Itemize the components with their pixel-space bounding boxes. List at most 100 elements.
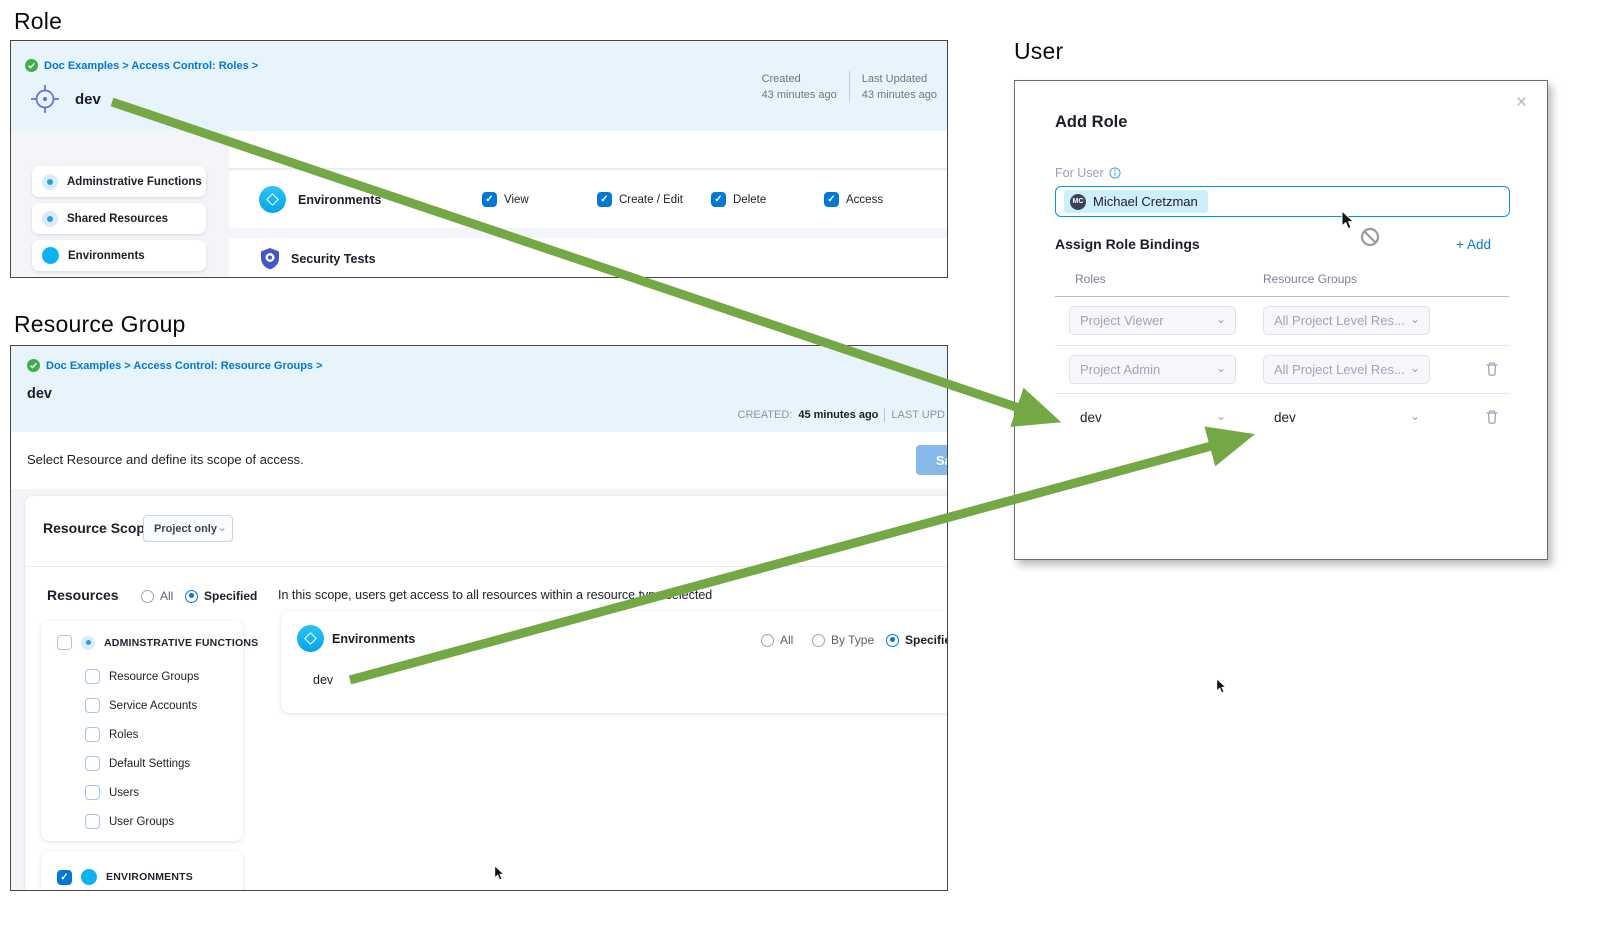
checkbox-icon[interactable] <box>85 785 100 800</box>
role-binding-row: Project Admin ⌄ All Project Level Res...… <box>1055 345 1509 393</box>
role-panel-header: Doc Examples > Access Control: Roles > d… <box>11 41 947 131</box>
role-binding-row: Project Viewer ⌄ All Project Level Res..… <box>1055 297 1509 345</box>
permission-create-edit[interactable]: ✓ Create / Edit <box>597 192 683 207</box>
created-value: 43 minutes ago <box>761 89 837 101</box>
role-permissions-area: Environments ✓ View ✓ Create / Edit ✓ De… <box>229 131 947 277</box>
breadcrumb-text: Doc Examples > Access Control: Resource … <box>46 359 323 372</box>
save-button[interactable]: Save <box>916 445 947 475</box>
permission-access[interactable]: ✓ Access <box>824 192 883 207</box>
checklist-item[interactable]: Users <box>85 785 139 800</box>
security-tests-shield-icon <box>261 248 279 270</box>
breadcrumb-text: Doc Examples > Access Control: Roles > <box>44 59 259 72</box>
environments-icon <box>81 869 97 885</box>
user-chip[interactable]: MC Michael Cretzman <box>1064 190 1208 213</box>
sidebar-item-environments[interactable]: Environments <box>32 240 206 271</box>
chevron-down-icon: ⌄ <box>1409 360 1420 375</box>
environments-group-row[interactable]: ✓ ENVIRONMENTS <box>57 869 193 885</box>
permission-delete[interactable]: ✓ Delete <box>711 192 766 207</box>
close-icon[interactable]: × <box>1515 92 1527 113</box>
add-role-binding-button[interactable]: + Add <box>1456 237 1491 252</box>
radio-selected-icon[interactable] <box>185 589 198 603</box>
environments-permission-row: Environments ✓ View ✓ Create / Edit ✓ De… <box>229 171 947 228</box>
radio-icon[interactable] <box>761 633 774 647</box>
breadcrumb[interactable]: Doc Examples > Access Control: Resource … <box>27 359 323 372</box>
environments-card-label: Environments <box>332 632 416 646</box>
administrative-functions-card: ADMINSTRATIVE FUNCTIONS Resource Groups … <box>41 621 258 841</box>
env-item-dev: dev <box>313 673 334 687</box>
environments-row-label: Environments <box>298 192 382 207</box>
environments-card: ✓ ENVIRONMENTS <box>41 851 243 890</box>
divider <box>1055 296 1509 297</box>
resource-group-title: dev <box>27 386 52 402</box>
radio-icon[interactable] <box>141 589 154 603</box>
checkbox-checked-icon[interactable]: ✓ <box>711 192 726 207</box>
resource-subtitle-bar: Select Resource and define its scope of … <box>11 432 947 489</box>
resource-groups-column-header: Resource Groups <box>1263 272 1358 286</box>
resource-scope-card: Resource Scope Project only ⌄ Resources … <box>25 496 947 890</box>
avatar: MC <box>1070 193 1086 210</box>
trash-icon[interactable] <box>1484 361 1500 377</box>
role-section-heading: Role <box>14 8 63 34</box>
resource-group-section-heading: Resource Group <box>14 311 186 337</box>
role-select[interactable]: Project Viewer ⌄ <box>1069 306 1236 335</box>
role-title-row: dev <box>27 81 101 117</box>
resource-group-select[interactable]: All Project Level Res... ⌄ <box>1263 306 1430 335</box>
permission-view[interactable]: ✓ View <box>482 192 529 207</box>
checkbox-icon[interactable] <box>57 635 72 650</box>
chevron-down-icon: ⌄ <box>216 519 228 534</box>
role-meta: Created 43 minutes ago Last Updated 43 m… <box>762 71 937 103</box>
meta-divider <box>848 71 850 103</box>
env-radio-by-type[interactable]: By Type <box>812 633 874 647</box>
resources-label: Resources <box>47 587 119 603</box>
checklist-item[interactable]: Service Accounts <box>85 698 197 713</box>
resource-group-select[interactable]: dev ⌄ <box>1274 408 1420 426</box>
sidebar-item-shared-resources[interactable]: Shared Resources <box>32 203 206 234</box>
resource-group-select[interactable]: All Project Level Res... ⌄ <box>1263 355 1430 384</box>
checkbox-checked-icon[interactable]: ✓ <box>57 869 72 885</box>
environments-scope-card: Environments All By Type Specified dev <box>281 611 947 713</box>
checkbox-icon[interactable] <box>85 756 100 771</box>
radio-selected-icon[interactable] <box>886 633 899 647</box>
row-spacer <box>229 131 947 169</box>
checkbox-checked-icon[interactable]: ✓ <box>597 192 612 207</box>
scope-note: In this scope, users get access to all r… <box>278 588 713 602</box>
resources-radio-specified[interactable]: Specified <box>185 589 257 603</box>
checklist-item[interactable]: Roles <box>85 727 138 742</box>
environments-icon <box>42 247 59 264</box>
updated-value: 43 minutes ago <box>861 89 937 101</box>
checkbox-icon[interactable] <box>85 727 100 742</box>
resource-scope-label: Resource Scope <box>43 520 153 536</box>
role-select[interactable]: Project Admin ⌄ <box>1069 355 1236 384</box>
user-name: Michael Cretzman <box>1093 194 1198 209</box>
breadcrumb[interactable]: Doc Examples > Access Control: Roles > <box>25 59 258 72</box>
info-icon[interactable] <box>1109 167 1121 179</box>
env-radio-all[interactable]: All <box>761 633 793 647</box>
environments-icon <box>297 625 324 652</box>
checkbox-icon[interactable] <box>85 669 100 684</box>
for-user-input[interactable]: MC Michael Cretzman <box>1055 186 1510 217</box>
administrative-functions-icon <box>42 173 58 190</box>
assign-role-bindings-label: Assign Role Bindings <box>1055 236 1200 252</box>
checklist-item[interactable]: Default Settings <box>85 756 190 771</box>
checkbox-icon[interactable] <box>85 698 100 713</box>
sidebar-item-administrative-functions[interactable]: Adminstrative Functions <box>32 166 206 197</box>
admin-functions-group-row[interactable]: ADMINSTRATIVE FUNCTIONS <box>57 635 258 650</box>
project-check-icon <box>27 359 40 372</box>
checkbox-checked-icon[interactable]: ✓ <box>482 192 497 207</box>
chevron-down-icon: ⌄ <box>1215 360 1226 375</box>
role-select[interactable]: dev ⌄ <box>1080 408 1226 426</box>
env-radio-specified[interactable]: Specified <box>886 633 947 647</box>
checkbox-icon[interactable] <box>85 814 100 829</box>
project-check-icon <box>25 59 38 72</box>
chevron-down-icon: ⌄ <box>1215 311 1226 326</box>
trash-icon[interactable] <box>1484 409 1500 425</box>
radio-icon[interactable] <box>812 633 825 647</box>
resource-scope-dropdown[interactable]: Project only ⌄ <box>143 515 233 542</box>
checkbox-checked-icon[interactable]: ✓ <box>824 192 839 207</box>
resource-group-panel: Doc Examples > Access Control: Resource … <box>10 345 948 891</box>
resources-radio-all[interactable]: All <box>141 589 173 603</box>
checklist-item[interactable]: User Groups <box>85 814 174 829</box>
modal-title: Add Role <box>1055 113 1128 131</box>
checklist-item[interactable]: Resource Groups <box>85 669 199 684</box>
created-label: CREATED: <box>737 409 793 421</box>
